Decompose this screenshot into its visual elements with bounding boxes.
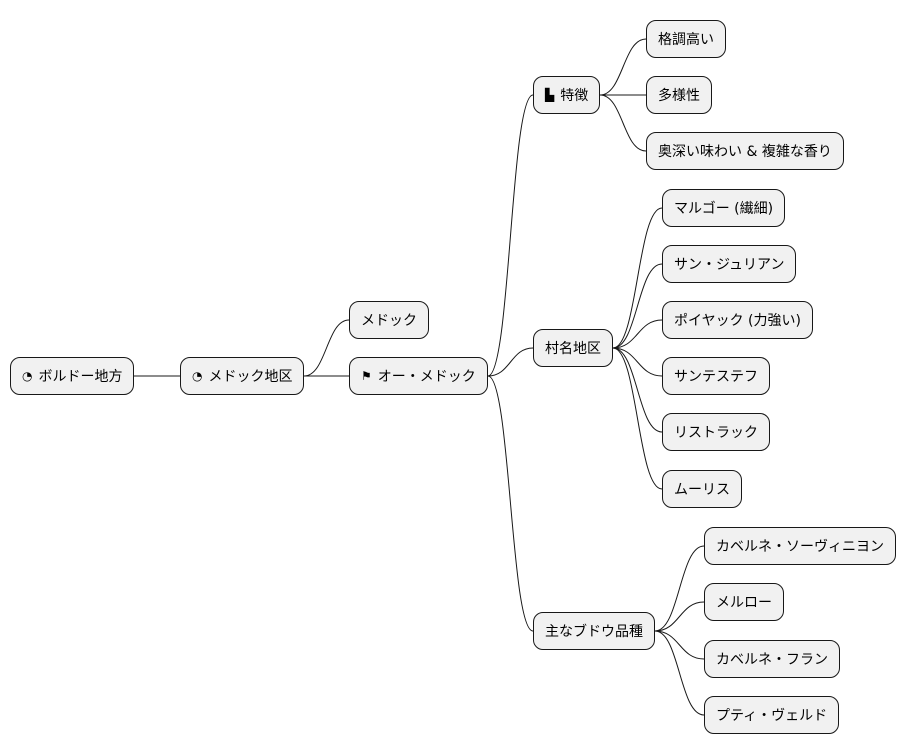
connector-line bbox=[487, 375, 534, 632]
node-label: 主なブドウ品種 bbox=[545, 624, 643, 640]
book-icon: ▙ bbox=[545, 88, 555, 102]
connector-line bbox=[612, 263, 663, 349]
node-label: リストラック bbox=[674, 425, 758, 441]
connector-line bbox=[599, 38, 647, 96]
connector-line bbox=[612, 319, 663, 349]
connector-line bbox=[612, 207, 663, 349]
node-village-item[interactable]: ムーリス bbox=[662, 470, 742, 508]
node-label: 特徴 bbox=[560, 88, 589, 104]
node-grape-item[interactable]: カベルネ・ソーヴィニヨン bbox=[704, 527, 896, 565]
node-label: メドック bbox=[361, 313, 417, 329]
node-village-item[interactable]: リストラック bbox=[662, 413, 770, 451]
node-grape-item[interactable]: プティ・ヴェルド bbox=[704, 696, 840, 734]
node-label: カベルネ・フラン bbox=[716, 652, 828, 668]
pie-chart-icon: ◔ bbox=[192, 369, 203, 383]
node-label: 村名地区 bbox=[545, 341, 601, 357]
node-feature-item[interactable]: 多様性 bbox=[646, 76, 712, 114]
node-label: ポイヤック (力強い) bbox=[674, 313, 801, 329]
connector-line bbox=[612, 347, 663, 433]
pie-chart-icon: ◔ bbox=[22, 369, 33, 383]
node-label: オー・メドック bbox=[377, 369, 476, 385]
node-village-item[interactable]: サンテステフ bbox=[662, 357, 770, 395]
connector-line bbox=[487, 347, 534, 377]
node-label: 格調高い bbox=[658, 32, 714, 48]
node-village-item[interactable]: マルゴー (繊細) bbox=[662, 189, 786, 227]
node-features[interactable]: ▙ 特徴 bbox=[533, 76, 601, 114]
node-haut-medoc[interactable]: ⚑ オー・メドック bbox=[349, 357, 488, 395]
connector-line bbox=[612, 347, 663, 490]
node-main-grape-varieties[interactable]: 主なブドウ品種 bbox=[533, 612, 655, 650]
node-feature-item[interactable]: 格調高い bbox=[646, 20, 726, 58]
node-village-appellations[interactable]: 村名地区 bbox=[533, 329, 613, 367]
node-medoc[interactable]: メドック bbox=[349, 301, 429, 339]
connector-line bbox=[654, 630, 705, 660]
node-village-item[interactable]: サン・ジュリアン bbox=[662, 245, 797, 283]
connector-line bbox=[487, 94, 534, 377]
connector-line bbox=[599, 94, 647, 152]
node-label: メドック地区 bbox=[208, 369, 293, 385]
flag-icon: ⚑ bbox=[361, 369, 372, 383]
node-label: メルロー bbox=[716, 595, 772, 611]
node-label: サン・ジュリアン bbox=[674, 257, 785, 273]
node-label: 奥深い味わい & 複雑な香り bbox=[658, 144, 832, 160]
node-bordeaux-region[interactable]: ◔ ボルドー地方 bbox=[10, 357, 135, 395]
connector-line bbox=[654, 601, 705, 632]
node-label: ムーリス bbox=[674, 482, 730, 498]
connector-line bbox=[612, 347, 663, 377]
node-grape-item[interactable]: メルロー bbox=[704, 583, 784, 621]
node-label: サンテステフ bbox=[674, 369, 758, 385]
node-grape-item[interactable]: カベルネ・フラン bbox=[704, 640, 840, 678]
node-feature-item[interactable]: 奥深い味わい & 複雑な香り bbox=[646, 132, 844, 170]
node-village-item[interactable]: ポイヤック (力強い) bbox=[662, 301, 813, 339]
node-label: ボルドー地方 bbox=[38, 369, 123, 385]
node-label: カベルネ・ソーヴィニヨン bbox=[716, 539, 884, 555]
node-label: 多様性 bbox=[658, 88, 700, 104]
connector-line bbox=[654, 545, 705, 632]
node-label: プティ・ヴェルド bbox=[716, 708, 828, 724]
connector-line bbox=[654, 630, 705, 716]
node-label: マルゴー (繊細) bbox=[674, 201, 774, 217]
node-medoc-district[interactable]: ◔ メドック地区 bbox=[180, 357, 305, 395]
connector-line bbox=[303, 319, 350, 377]
